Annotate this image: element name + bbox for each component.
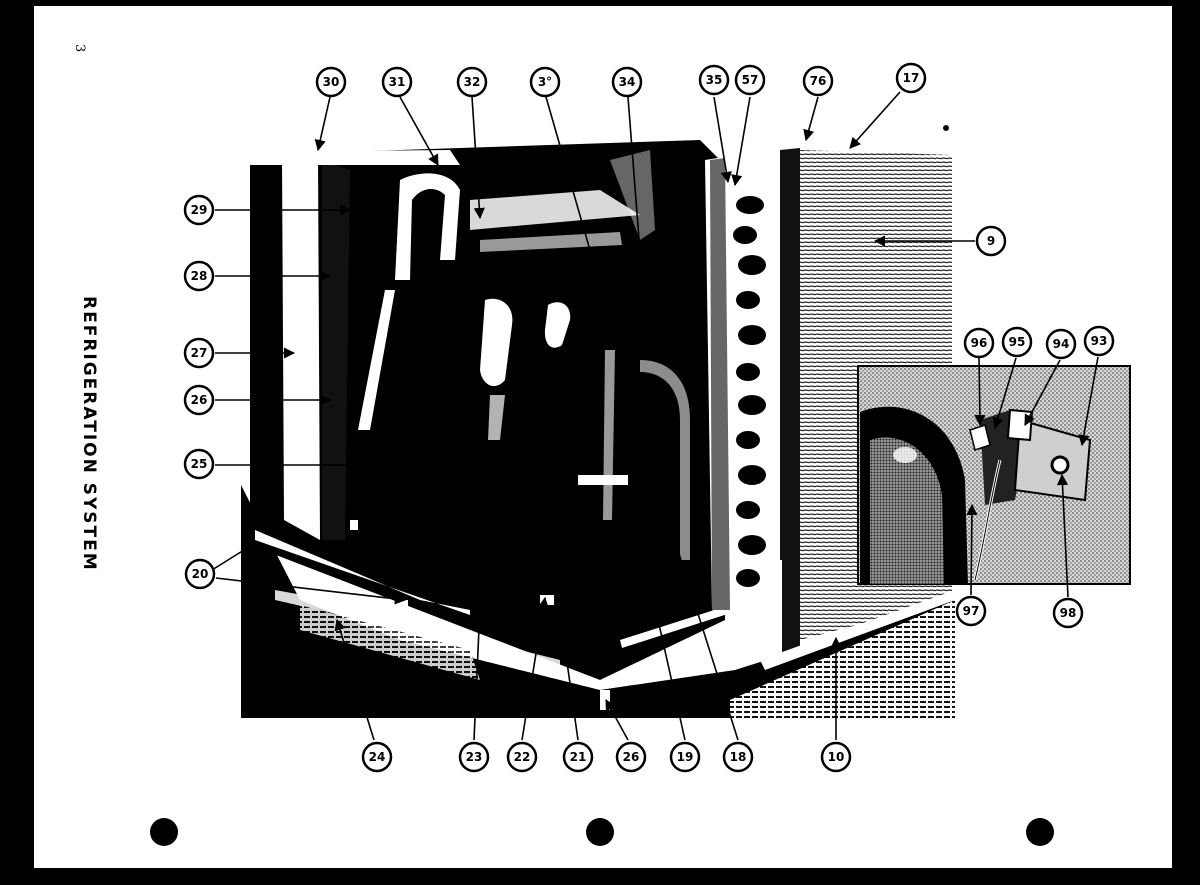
svg-text:20: 20 bbox=[192, 567, 209, 581]
svg-text:57: 57 bbox=[742, 73, 759, 87]
svg-text:18: 18 bbox=[730, 750, 747, 764]
svg-text:27: 27 bbox=[191, 346, 208, 360]
svg-text:32: 32 bbox=[464, 75, 481, 89]
page-title: REFRIGERATION SYSTEM bbox=[79, 296, 99, 572]
svg-text:26: 26 bbox=[191, 393, 208, 407]
svg-text:19: 19 bbox=[677, 750, 694, 764]
svg-text:25: 25 bbox=[191, 457, 208, 471]
callout-26: 26 bbox=[183, 384, 215, 416]
callout-57: 57 bbox=[734, 64, 766, 96]
svg-text:9: 9 bbox=[987, 234, 995, 248]
svg-text:28: 28 bbox=[191, 269, 208, 283]
binder-hole-left bbox=[150, 818, 178, 846]
callout-26b: 26 bbox=[615, 741, 647, 773]
callout-28: 28 bbox=[183, 260, 215, 292]
speck bbox=[943, 125, 949, 131]
page-number: 3 bbox=[72, 44, 87, 52]
svg-text:76: 76 bbox=[810, 74, 827, 88]
binder-hole-center bbox=[586, 818, 614, 846]
callout-27: 27 bbox=[183, 337, 215, 369]
callout-32: 32 bbox=[456, 66, 488, 98]
svg-text:35: 35 bbox=[706, 73, 723, 87]
paper-torn-edge bbox=[0, 870, 1200, 885]
binder-hole-right bbox=[1026, 818, 1054, 846]
svg-text:21: 21 bbox=[570, 750, 587, 764]
left-side-panel bbox=[282, 158, 320, 540]
callout-17: 17 bbox=[895, 62, 927, 94]
callout-96: 96 bbox=[963, 327, 995, 359]
callout-97: 97 bbox=[955, 595, 987, 627]
callouts: 30 31 32 3° 34 35 57 76 17 9 29 28 27 26… bbox=[183, 62, 1115, 773]
svg-text:17: 17 bbox=[903, 71, 920, 85]
svg-text:94: 94 bbox=[1053, 337, 1070, 351]
callout-76: 76 bbox=[802, 65, 834, 97]
callout-94: 94 bbox=[1045, 328, 1077, 360]
svg-text:31: 31 bbox=[389, 75, 406, 89]
callout-35: 35 bbox=[698, 64, 730, 96]
leader-lines bbox=[211, 91, 1099, 741]
callout-20: 20 bbox=[184, 558, 216, 590]
callout-95: 95 bbox=[1001, 326, 1033, 358]
callout-98: 98 bbox=[1052, 597, 1084, 629]
callout-22: 22 bbox=[506, 741, 538, 773]
callout-34: 34 bbox=[611, 66, 643, 98]
svg-text:98: 98 bbox=[1060, 606, 1077, 620]
svg-text:10: 10 bbox=[828, 750, 845, 764]
inset-thermostat-detail bbox=[857, 365, 1131, 585]
callout-33: 3° bbox=[529, 66, 561, 98]
callout-29: 29 bbox=[183, 194, 215, 226]
svg-text:97: 97 bbox=[963, 604, 980, 618]
svg-text:26: 26 bbox=[623, 750, 640, 764]
callout-18: 18 bbox=[722, 741, 754, 773]
stray-mark bbox=[262, 300, 265, 330]
callout-31: 31 bbox=[381, 66, 413, 98]
cabinet-interior bbox=[250, 140, 725, 680]
callout-23: 23 bbox=[458, 741, 490, 773]
svg-text:3°: 3° bbox=[538, 75, 552, 89]
svg-text:93: 93 bbox=[1091, 334, 1108, 348]
callout-10: 10 bbox=[820, 741, 852, 773]
svg-text:95: 95 bbox=[1009, 335, 1026, 349]
callout-30: 30 bbox=[315, 66, 347, 98]
svg-text:29: 29 bbox=[191, 203, 208, 217]
callout-25: 25 bbox=[183, 448, 215, 480]
svg-text:96: 96 bbox=[971, 336, 988, 350]
callout-9: 9 bbox=[975, 225, 1007, 257]
base-pan-grille bbox=[730, 600, 955, 718]
svg-text:34: 34 bbox=[619, 75, 636, 89]
svg-text:22: 22 bbox=[514, 750, 531, 764]
unit-photo bbox=[241, 140, 955, 718]
coil-end-plate bbox=[705, 145, 802, 630]
svg-text:23: 23 bbox=[466, 750, 483, 764]
callout-19: 19 bbox=[669, 741, 701, 773]
callout-21: 21 bbox=[562, 741, 594, 773]
svg-text:30: 30 bbox=[323, 75, 340, 89]
callout-24: 24 bbox=[361, 741, 393, 773]
svg-text:24: 24 bbox=[369, 750, 386, 764]
callout-93: 93 bbox=[1083, 325, 1115, 357]
